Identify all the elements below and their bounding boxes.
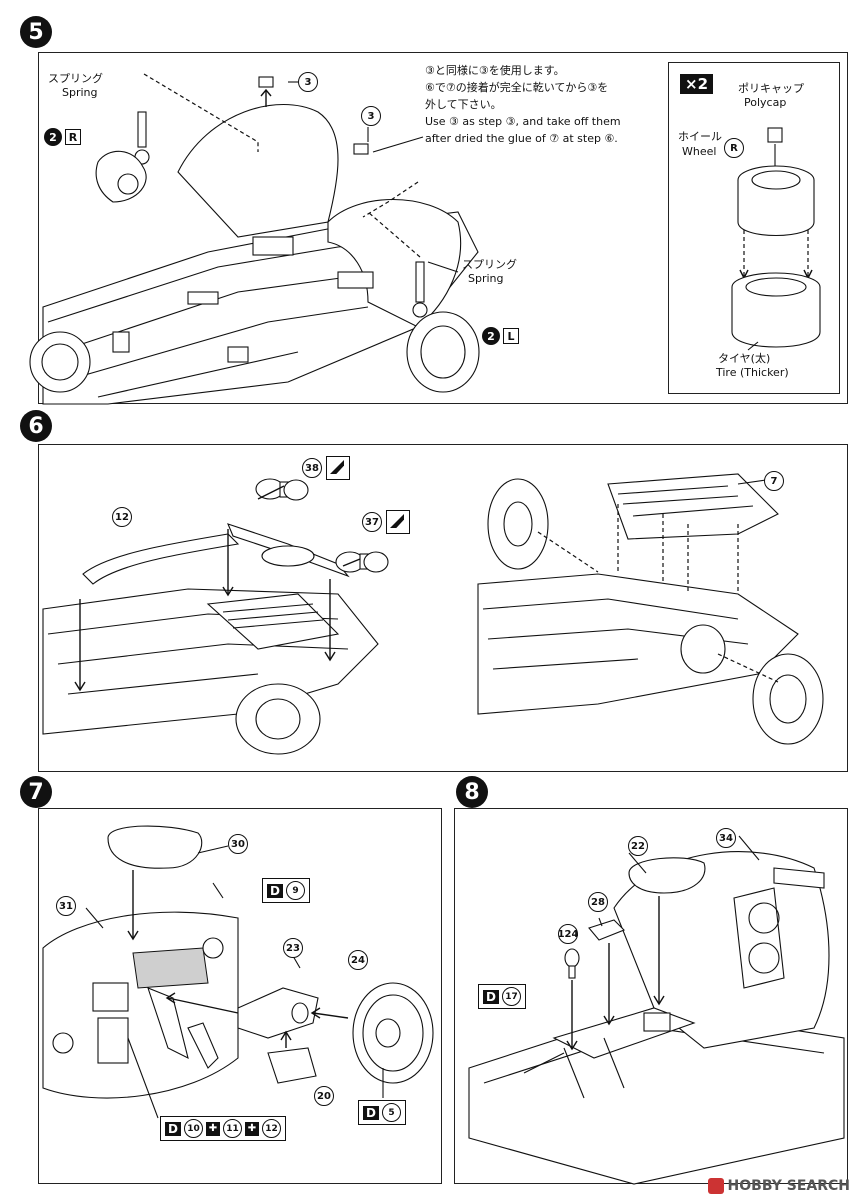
step-7-badge: 7: [20, 776, 52, 808]
step-7-part-23: 23: [283, 938, 303, 958]
step-5-spring-label-top-jp: スプリング: [48, 72, 103, 85]
step-7-part-20: 20: [314, 1086, 334, 1106]
step-6-glue-icon-37: [386, 510, 410, 534]
inset-tire-jp: タイヤ(太): [718, 352, 771, 365]
step-5-badge: 5: [20, 16, 52, 48]
step-8-part-34: 34: [716, 828, 736, 848]
step-5-part-3-top: 3: [298, 72, 318, 92]
inset-wheel-jp: ホイール: [678, 130, 722, 143]
step-5-spring-label-left-jp: スプリング: [462, 258, 517, 271]
step-7-decal-strip: D 10 ✚ 11 ✚ 12: [160, 1116, 286, 1141]
inset-polycap-jp: ポリキャップ: [738, 82, 804, 95]
inset-quantity-badge: ×2: [680, 74, 714, 94]
step-8-badge: 8: [456, 776, 488, 808]
step-6-part-7: 7: [764, 471, 784, 491]
hobby-search-logo-icon: [707, 1178, 724, 1194]
decal-mark-icon: ✚: [205, 1121, 220, 1136]
step-5-part-3-mid: 3: [361, 106, 381, 126]
inset-wheel-tire-drawing: [731, 127, 821, 351]
step-6-part-12: 12: [112, 507, 132, 527]
inset-wheel-en: Wheel: [682, 145, 717, 158]
inset-wheel-mark: R: [724, 138, 744, 158]
step-5-instruction-note: ③と同様に③を使用します。 ⑥で⑦の接着が完全に乾いてから③を 外して下さい。 …: [425, 64, 621, 145]
step-7-part-30: 30: [228, 834, 248, 854]
step-6-glue-icon-38: [326, 456, 350, 480]
step-8-part-22: 22: [628, 836, 648, 856]
step-8-interior-drawing: [468, 835, 845, 1185]
step-6-part-37: 37: [362, 512, 382, 532]
step-7-part-24: 24: [348, 950, 368, 970]
inset-tire-en: Tire (Thicker): [716, 366, 789, 379]
step-7-dashboard-drawing: [42, 825, 434, 1119]
inset-polycap-en: Polycap: [744, 96, 787, 109]
step-5-chassis-drawing: [29, 73, 480, 405]
watermark: HOBBY SEARCH: [707, 1178, 850, 1194]
step-6-badge: 6: [20, 410, 52, 442]
step-6-exhaust-drawing: [42, 473, 824, 755]
step-5-spring-label-top-en: Spring: [62, 86, 98, 99]
step-7-part-31: 31: [56, 896, 76, 916]
step-8-part-28: 28: [588, 892, 608, 912]
step-6-part-38: 38: [302, 458, 322, 478]
step-8-part-124: 124: [558, 924, 578, 944]
decal-mark-icon: ✚: [244, 1121, 259, 1136]
step-5-spring-label-left-en: Spring: [468, 272, 504, 285]
